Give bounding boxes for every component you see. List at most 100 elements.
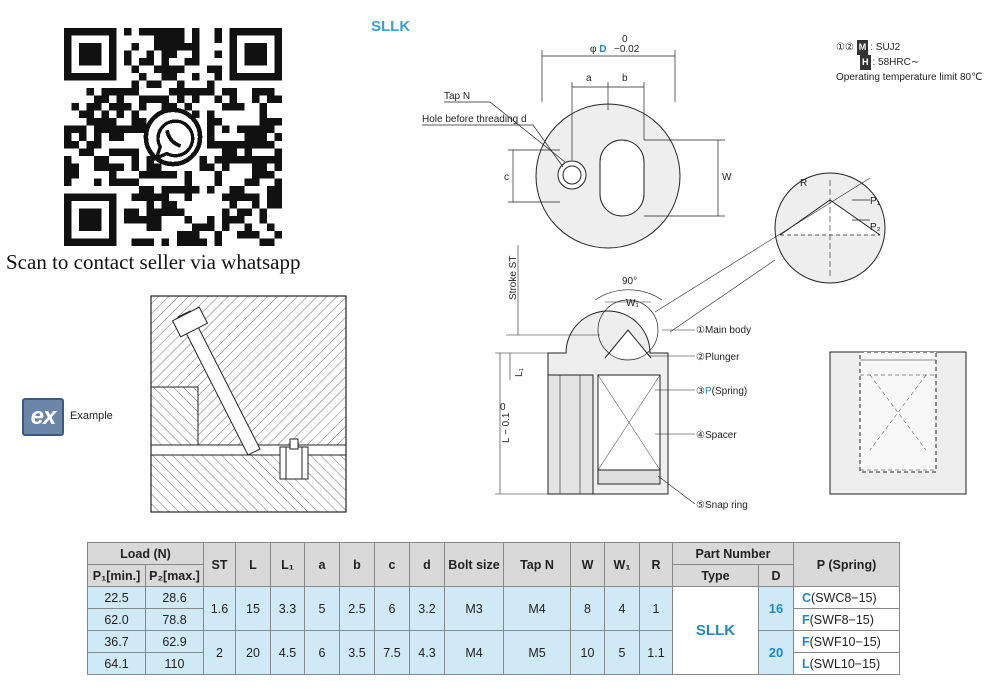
th-type: Type	[672, 564, 759, 587]
cell-spring: F(SWF10−15)	[793, 630, 900, 653]
cell-bolt: M3	[444, 586, 504, 631]
part-spring: ③P(Spring)	[696, 386, 747, 397]
dim-phi-d: φ D	[590, 44, 607, 55]
dim-angle: 90°	[622, 276, 637, 287]
th-bolt-size: Bolt size	[444, 542, 504, 587]
dim-w: W	[722, 172, 732, 183]
material-notes: ①② M: SUJ2 H: 58HRC∼ Operating temperatu…	[836, 40, 982, 85]
cell-spring: C(SWC8−15)	[793, 586, 900, 609]
th-load: Load (N)	[87, 542, 204, 565]
cell-p2: 110	[145, 652, 204, 675]
hardness-badge: H	[860, 55, 871, 70]
th-r: R	[639, 542, 673, 587]
cell-spring: L(SWL10−15)	[793, 652, 900, 675]
cell-p2: 28.6	[145, 586, 204, 609]
th-a: a	[304, 542, 340, 587]
cell-tap: M5	[503, 630, 571, 675]
cell-d: 4.3	[409, 630, 445, 675]
tip-detail	[654, 172, 886, 333]
cell-type: SLLK	[672, 586, 759, 675]
top-view	[422, 50, 725, 249]
th-w1: W₁	[604, 542, 640, 587]
example-badge: ex	[22, 398, 64, 436]
part-spacer: ④Spacer	[696, 430, 737, 441]
cell-r: 1	[639, 586, 673, 631]
dim-l1: L₁	[514, 367, 525, 377]
cell-w1: 5	[604, 630, 640, 675]
th-p1: P₁[min.]	[87, 564, 146, 587]
dim-w1: W₁	[626, 298, 639, 309]
qr-caption: Scan to contact seller via whatsapp	[6, 250, 301, 274]
th-st: ST	[203, 542, 236, 587]
th-tap-n: Tap N	[503, 542, 571, 587]
label-hole-before-threading: Hole before threading d	[422, 114, 527, 125]
dim-stroke-st: Stroke ST	[508, 256, 519, 300]
spec-table: Load (N) ST L L₁ a b c d Bolt size Tap N…	[87, 542, 900, 675]
dim-a: a	[586, 73, 592, 84]
th-c: c	[374, 542, 410, 587]
th-p2: P₂[max.]	[145, 564, 204, 587]
cell-w1: 4	[604, 586, 640, 631]
label-tap-n: Tap N	[444, 91, 470, 102]
cell-p2: 62.9	[145, 630, 204, 653]
cell-p1: 22.5	[87, 586, 146, 609]
cell-c: 7.5	[374, 630, 410, 675]
cell-bolt: M4	[444, 630, 504, 675]
cell-p1: 64.1	[87, 652, 146, 675]
example-label: Example	[70, 410, 113, 422]
dim-p2: P₂	[870, 222, 881, 233]
part-main-body: ①Main body	[696, 325, 751, 336]
th-spring: P (Spring)	[793, 542, 900, 587]
cell-c: 6	[374, 586, 410, 631]
whatsapp-icon	[143, 107, 203, 167]
cell-st: 1.6	[203, 586, 236, 631]
th-w: W	[570, 542, 605, 587]
part-plunger: ②Plunger	[696, 352, 740, 363]
material-badge: M	[856, 40, 869, 55]
th-d-size: D	[758, 564, 794, 587]
example-assembly-drawing	[150, 295, 347, 513]
parts-ref: ①②	[836, 42, 854, 53]
cell-l: 15	[235, 586, 271, 631]
table-row: 22.5 28.6 1.6 15 3.3 5 2.5 6 3.2 M3 M4 8…	[87, 586, 900, 675]
cell-l1: 3.3	[270, 586, 305, 631]
th-b: b	[339, 542, 375, 587]
cell-d-size: 16	[758, 586, 794, 631]
th-l1: L₁	[270, 542, 305, 587]
th-part-number: Part Number	[672, 542, 794, 565]
right-side-view	[829, 351, 967, 495]
table-row: 64.1 110 L(SWL10−15)	[87, 652, 900, 675]
side-section-view	[495, 245, 696, 505]
hardness-value: : 58HRC∼	[872, 57, 920, 68]
dim-r: R	[800, 178, 807, 189]
table-row: 36.7 62.9 2 20 4.5 6 3.5 7.5 4.3 M4 M5 1…	[87, 630, 900, 675]
dim-p1: P₁	[870, 196, 881, 207]
th-d: d	[409, 542, 445, 587]
dim-c: c	[504, 172, 509, 183]
cell-tap: M4	[503, 586, 571, 631]
cell-d-size: 20	[758, 630, 794, 675]
cell-b: 2.5	[339, 586, 375, 631]
table-row: 62.0 78.8 F(SWF8−15)	[87, 608, 900, 631]
cell-spring: F(SWF8−15)	[793, 608, 900, 631]
cell-a: 5	[304, 586, 340, 631]
dim-l-tol-top: 0	[500, 402, 506, 413]
dim-l: L − 0.1	[501, 412, 512, 443]
cell-a: 6	[304, 630, 340, 675]
cell-l1: 4.5	[270, 630, 305, 675]
whatsapp-qr-code[interactable]	[64, 28, 282, 246]
th-l: L	[235, 542, 271, 587]
cell-l: 20	[235, 630, 271, 675]
part-snap-ring: ⑤Snap ring	[696, 500, 748, 511]
cell-st: 2	[203, 630, 236, 675]
cell-p2: 78.8	[145, 608, 204, 631]
cell-d: 3.2	[409, 586, 445, 631]
product-code: SLLK	[371, 18, 411, 35]
material-value: : SUJ2	[870, 42, 901, 53]
cell-r: 1.1	[639, 630, 673, 675]
cell-w: 10	[570, 630, 605, 675]
tol-top: 0	[622, 34, 628, 45]
temperature-limit: Operating temperature limit 80℃	[836, 72, 983, 83]
dim-b: b	[622, 73, 628, 84]
tol-bottom: −0.02	[614, 44, 640, 55]
